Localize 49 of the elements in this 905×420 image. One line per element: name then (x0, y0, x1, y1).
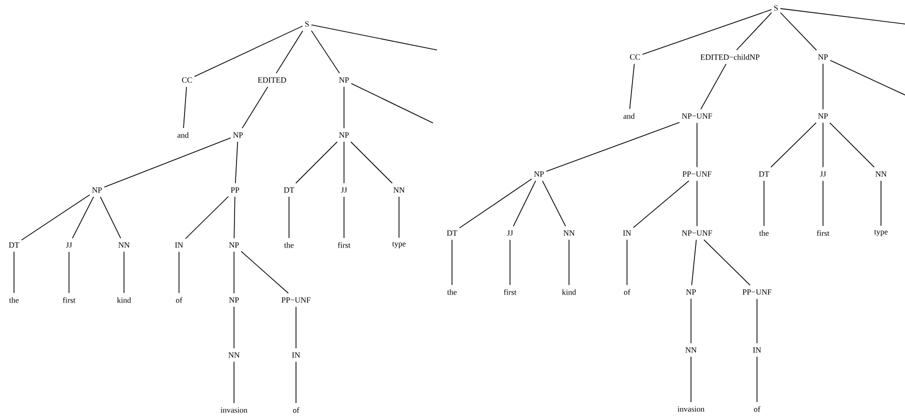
tree-branch (642, 9, 772, 55)
tree-branch (276, 30, 304, 74)
tree-branch (21, 194, 90, 240)
tree-branch (822, 122, 824, 168)
tree-branch (185, 196, 229, 240)
tree-branch (756, 356, 758, 402)
tree-branch (780, 12, 817, 51)
tree-branch (629, 63, 635, 110)
tree-branch (626, 239, 628, 286)
tree-branch (822, 63, 824, 110)
tree-branch (690, 356, 692, 403)
tree-branch (880, 180, 882, 226)
tree-branch (756, 298, 758, 344)
tree-branch (350, 141, 393, 184)
tree-branch (234, 141, 238, 184)
tree-branch (242, 86, 268, 129)
tree-branch (736, 12, 772, 50)
tree-branch (568, 239, 570, 286)
tree-branch (822, 180, 824, 226)
tree-branch (100, 196, 122, 239)
tree-branch (542, 180, 566, 227)
tree-branch (398, 196, 400, 238)
tree-branch (459, 178, 532, 228)
tree-branch (700, 64, 726, 110)
tree-branch (704, 239, 750, 286)
tree-branch (104, 137, 232, 188)
tree-branch (690, 298, 692, 344)
tree-branch (194, 26, 303, 77)
tree-branch (829, 122, 875, 168)
tree-branch (770, 122, 816, 168)
tree-branch (288, 196, 290, 238)
tree-branch (696, 180, 698, 227)
tree-branch (68, 251, 70, 294)
tree-branch (780, 8, 905, 24)
tree-branch (546, 122, 680, 172)
tree-branch (311, 24, 438, 50)
tree-branch (311, 30, 340, 74)
tree-branch (691, 239, 697, 286)
tree-branch (696, 122, 698, 168)
tree-branch (633, 180, 690, 228)
tree-branch (512, 180, 536, 227)
tree-branch (350, 83, 434, 124)
tree-branch (240, 251, 289, 294)
tree-branch (183, 86, 187, 128)
tree-branch (234, 196, 236, 239)
tree-branch (295, 141, 338, 184)
tree-branch (178, 251, 180, 294)
tree-branch (830, 60, 905, 96)
tree-branch (72, 196, 94, 239)
